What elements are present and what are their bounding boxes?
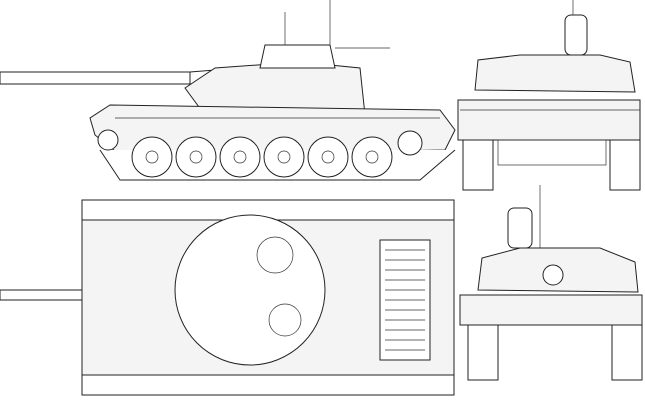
front-view — [459, 185, 643, 381]
gun-barrel — [0, 71, 191, 85]
left-track-front — [467, 324, 499, 381]
rear-hull — [457, 99, 641, 141]
commander-cupola — [259, 44, 336, 69]
rear-view — [457, 0, 641, 191]
top-view — [0, 199, 455, 396]
left-track — [462, 139, 494, 191]
gun-muzzle — [542, 264, 564, 286]
rear-turret — [474, 54, 636, 93]
right-track — [609, 139, 641, 191]
right-track-front — [611, 324, 643, 381]
road-wheels — [97, 129, 423, 178]
turret-top — [174, 214, 326, 366]
side-view — [0, 0, 456, 181]
front-hull — [459, 294, 643, 326]
